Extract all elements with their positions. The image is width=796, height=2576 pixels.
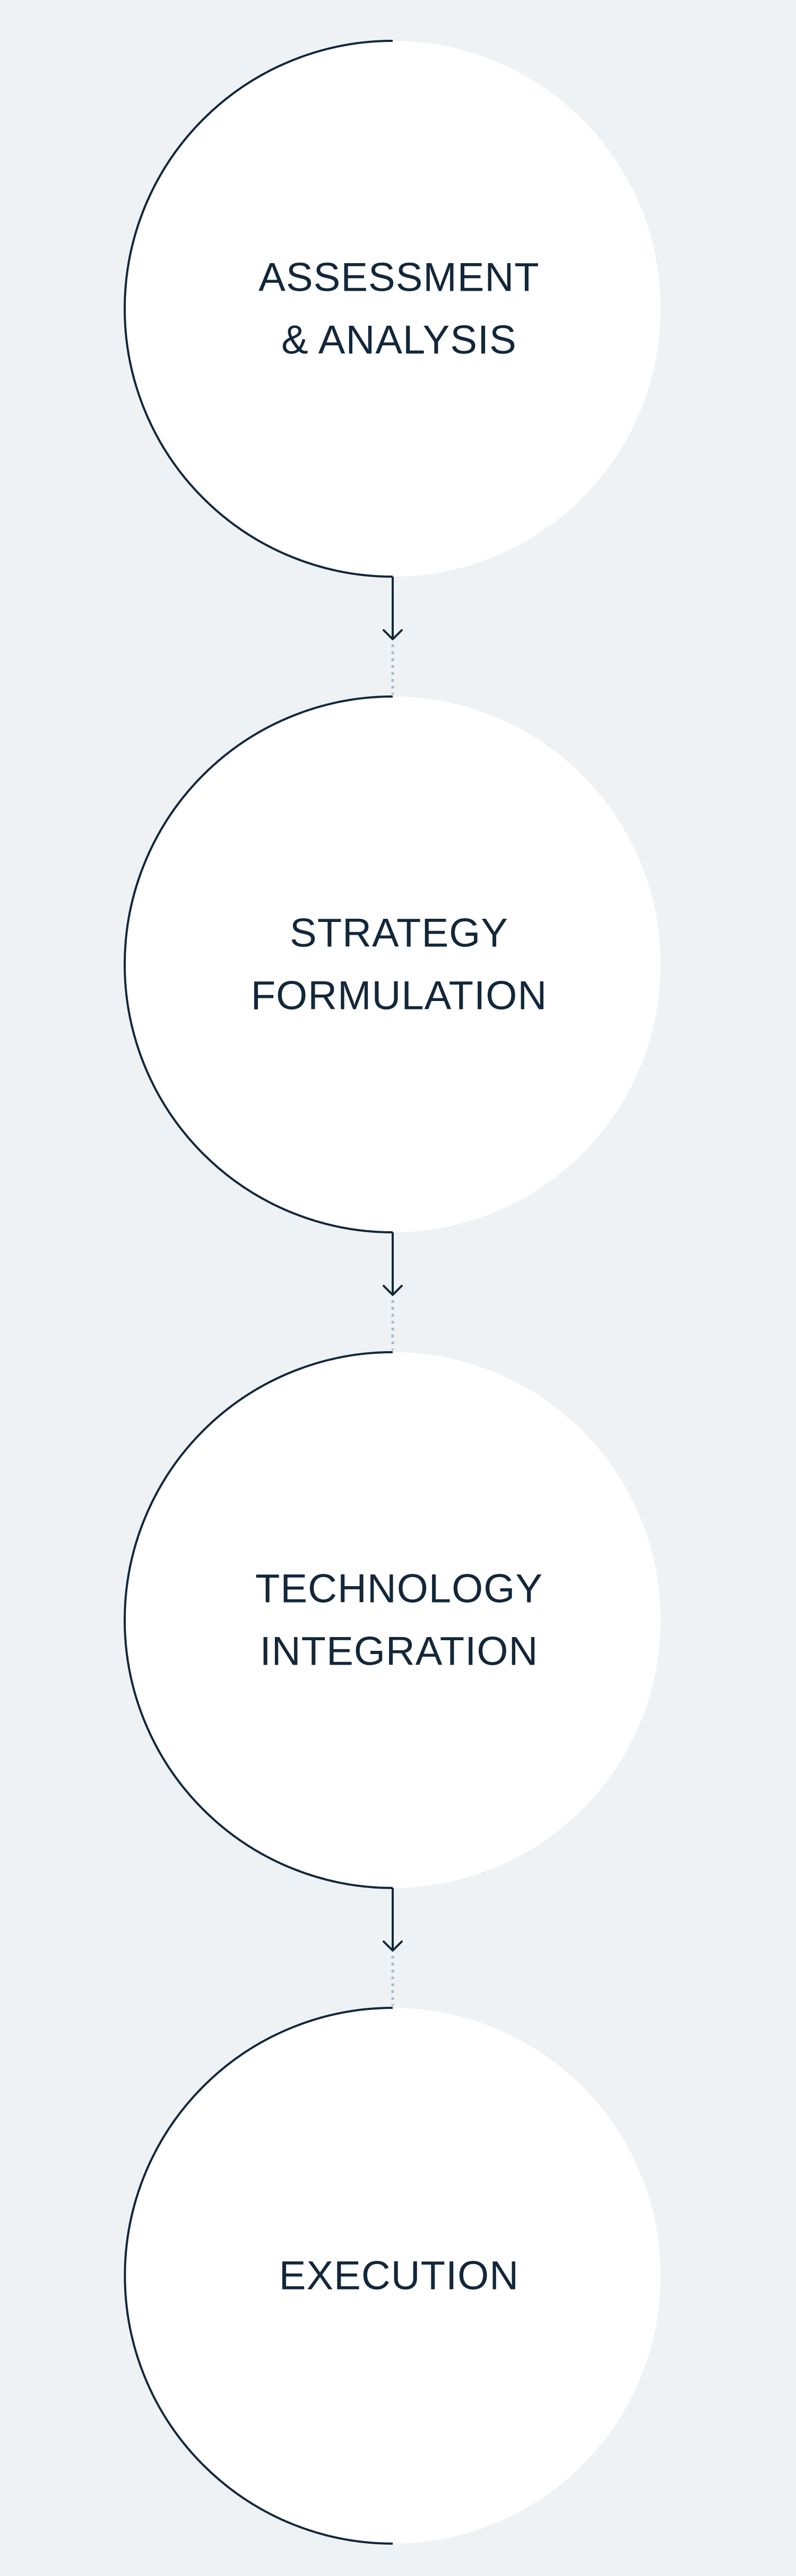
step-technology: TECHNOLOGY INTEGRATION [124,1351,661,1889]
step-label-line: EXECUTION [279,2253,519,2299]
arrowhead-icon [383,629,403,640]
step-label-line: INTEGRATION [260,1629,539,1674]
connector-arrow [383,1232,403,1350]
step-circle [125,697,661,1232]
step-outline-arc [124,2007,393,2545]
step-circle [125,2008,661,2544]
step-label-line: FORMULATION [251,973,547,1019]
arrowhead-icon [383,1285,403,1296]
step-outline-arc [124,40,393,578]
arrowhead-icon [383,1940,403,1952]
step-circle [125,1352,661,1888]
step-strategy: STRATEGY FORMULATION [124,695,661,1233]
step-label-line: & ANALYSIS [281,318,517,363]
step-label-line: TECHNOLOGY [255,1567,543,1612]
step-circle [125,41,661,577]
connector-arrow [383,577,403,694]
step-label-line: STRATEGY [290,911,508,956]
step-outline-arc [124,695,393,1233]
connector-arrow [383,1888,403,2006]
step-label-line: ASSESSMENT [258,255,539,300]
step-assessment: ASSESSMENT & ANALYSIS [124,40,661,578]
step-execution: EXECUTION [124,2007,661,2545]
step-outline-arc [124,1351,393,1889]
